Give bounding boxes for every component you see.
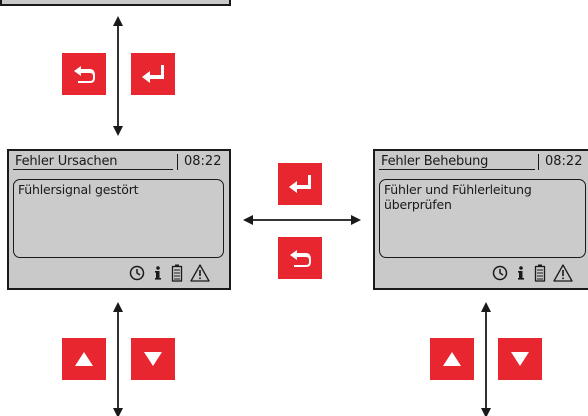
clock-icon: [129, 265, 145, 281]
down-key[interactable]: [498, 338, 542, 380]
status-bar: [129, 264, 210, 282]
up-key[interactable]: [62, 338, 106, 380]
vertical-double-arrow-bottom-right: [481, 302, 491, 416]
title-underline: [379, 169, 535, 170]
clock-time: 08:22: [184, 154, 222, 169]
vertical-double-arrow-top: [113, 16, 123, 136]
up-triangle-icon: [75, 352, 93, 366]
error-causes-screen: Fehler Ursachen 08:22 Fühlersignal gestö…: [7, 149, 231, 290]
message-box: Fühler und Fühlerleitung überprüfen: [379, 179, 586, 258]
remedy-message: Fühler und Fühlerleitung überprüfen: [384, 182, 532, 212]
warning-icon: [190, 264, 210, 282]
status-bar: [492, 264, 573, 282]
down-triangle-icon: [511, 352, 529, 366]
up-key[interactable]: [430, 338, 474, 380]
warning-icon: [553, 264, 573, 282]
info-icon: [518, 266, 524, 280]
enter-icon: [289, 175, 311, 193]
battery-icon: [534, 264, 546, 282]
screen-title: Fehler Ursachen: [15, 154, 118, 169]
enter-key[interactable]: [278, 163, 322, 205]
back-key[interactable]: [278, 237, 322, 279]
clock-icon: [492, 265, 508, 281]
back-icon: [74, 66, 95, 83]
title-underline: [13, 169, 173, 170]
clock-time: 08:22: [545, 154, 583, 169]
vertical-double-arrow-bottom-left: [113, 302, 123, 416]
title-divider: [177, 154, 178, 170]
title-divider: [538, 154, 539, 170]
up-triangle-icon: [443, 352, 461, 366]
message-box: Fühlersignal gestört: [13, 179, 224, 258]
error-message: Fühlersignal gestört: [18, 182, 139, 197]
back-key[interactable]: [62, 53, 106, 95]
info-icon: [155, 266, 161, 280]
battery-icon: [171, 264, 183, 282]
enter-key[interactable]: [131, 53, 175, 95]
back-icon: [290, 250, 311, 267]
screen-title: Fehler Behebung: [381, 154, 489, 169]
down-key[interactable]: [131, 338, 175, 380]
error-remedy-screen: Fehler Behebung 08:22 Fühler und Fühlerl…: [373, 149, 588, 290]
horizontal-double-arrow: [243, 215, 361, 225]
down-triangle-icon: [144, 352, 162, 366]
enter-icon: [142, 65, 164, 83]
top-screen-partial: [0, 0, 231, 6]
